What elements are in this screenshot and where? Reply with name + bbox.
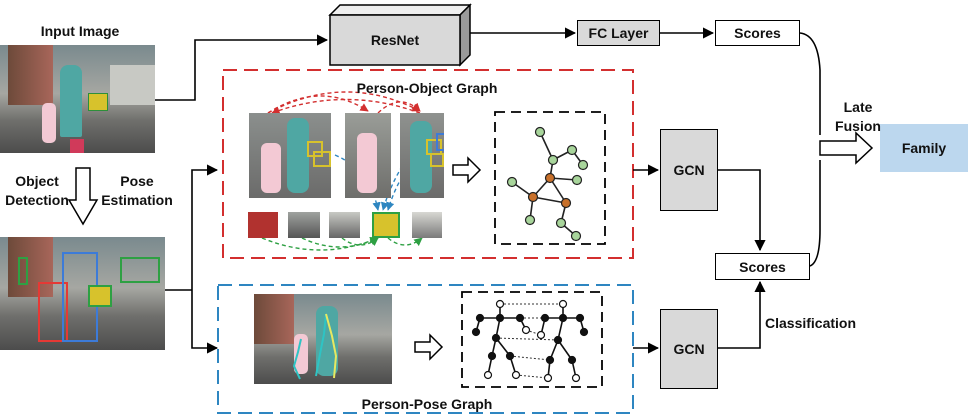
hollow-arrow-right-top (452, 156, 482, 184)
object-crop-3 (329, 212, 360, 238)
object-crop-5 (412, 212, 442, 238)
pose-overlay (292, 313, 338, 380)
person-object-region (222, 69, 634, 259)
object-crop-4 (372, 212, 400, 238)
pose-graph (475, 304, 585, 379)
pose-graph-dotted-links (495, 303, 563, 379)
object-detection-label: Object Detection (5, 173, 69, 208)
classification-label: Classification (765, 315, 857, 331)
person-pose-graph-title: Person-Pose Graph (361, 396, 493, 412)
person-crop-1 (249, 113, 331, 198)
fusion-curve-bottom (809, 160, 821, 267)
hollow-arrow-to-family (819, 131, 874, 165)
resnet-block (328, 3, 472, 67)
pose-graph-nodes (471, 299, 589, 383)
arrow-input-to-resnet (155, 34, 329, 101)
gcn-bottom-box: GCN (660, 309, 718, 389)
resnet-label: ResNet (370, 32, 420, 48)
hollow-arrow-down (67, 167, 99, 226)
input-image-label: Input Image (40, 23, 120, 39)
arrow-to-pose-graph (191, 290, 219, 354)
input-image (0, 45, 155, 153)
pose-estimation-label: Pose Estimation (101, 173, 173, 208)
person-crop-3 (400, 113, 444, 198)
object-object-edges (261, 237, 423, 251)
object-crop-2 (288, 212, 320, 238)
late-fusion-label: Late Fusion (835, 99, 881, 134)
person-object-graph-title: Person-Object Graph (356, 80, 498, 96)
arrow-gcn-top-to-scores (718, 169, 766, 252)
pose-graph-box (461, 291, 603, 388)
gcn-top-box: GCN (660, 129, 718, 211)
family-box: Family (880, 124, 968, 172)
arrow-gcn-bottom-to-scores (718, 280, 766, 349)
hollow-arrow-right-bottom (414, 333, 444, 361)
object-crop-1 (248, 212, 278, 238)
object-graph-nodes (506, 126, 589, 242)
detected-image (0, 237, 165, 350)
scores-top-box: Scores (715, 20, 800, 46)
pose-image (254, 294, 392, 384)
scores-mid-box: Scores (715, 253, 810, 280)
fc-layer-box: FC Layer (577, 20, 660, 46)
person-crop-2 (345, 113, 391, 198)
person-person-edges (267, 91, 421, 115)
arrow-to-object-graph (191, 164, 219, 290)
object-graph-box (494, 111, 606, 245)
fusion-curve-top (799, 32, 821, 135)
